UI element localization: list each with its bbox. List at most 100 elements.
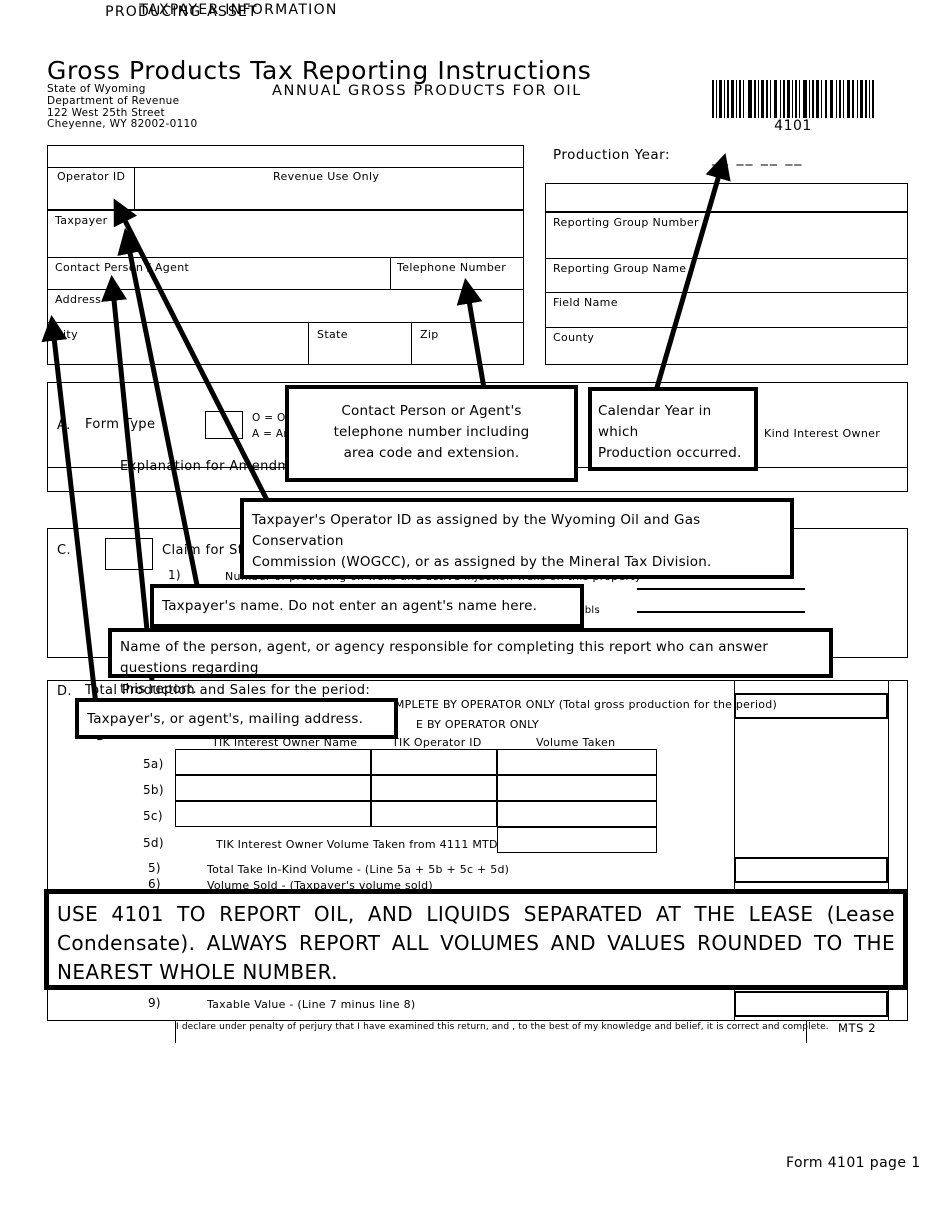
taxpayer-box-divider-operator bbox=[134, 167, 135, 209]
agency-address-block: State of Wyoming Department of Revenue 1… bbox=[47, 83, 198, 131]
explanation-for-amendment-label: Explanation for Amendme bbox=[120, 459, 299, 474]
section-d-far-right-divider bbox=[888, 680, 889, 1021]
asset-box-rule-2 bbox=[545, 258, 908, 259]
field-label-telephone-number: Telephone Number bbox=[397, 261, 507, 274]
row-label-5a: 5a) bbox=[143, 757, 164, 771]
section-a-right-partial-label: Kind Interest Owner bbox=[764, 427, 881, 440]
agency-line-4: Cheyenne, WY 82002-0110 bbox=[47, 118, 198, 131]
field-label-address: Address bbox=[55, 293, 102, 306]
taxpayer-box-rule-4 bbox=[47, 289, 524, 290]
section-d-right-divider bbox=[734, 680, 735, 1021]
callout-contact-person-line-1: Name of the person, agent, or agency res… bbox=[120, 639, 769, 676]
tik-cell-5c-volume[interactable] bbox=[497, 801, 657, 827]
tik-header-volume-taken: Volume Taken bbox=[536, 736, 616, 749]
section-d-line-3-text: COMPLETE BY OPERATOR ONLY (Total gross p… bbox=[378, 698, 778, 711]
barcode-image bbox=[712, 80, 874, 118]
section-c-letter: C. bbox=[57, 543, 72, 558]
field-label-field-name: Field Name bbox=[553, 296, 618, 309]
taxpayer-box-divider-state bbox=[308, 322, 309, 365]
callout-telephone-line-2: telephone number including bbox=[333, 424, 530, 440]
row-text-5d: TIK Interest Owner Volume Taken from 411… bbox=[216, 838, 498, 851]
callout-big-note-text: USE 4101 TO REPORT OIL, AND LIQUIDS SEPA… bbox=[57, 902, 895, 984]
declaration-text: I declare under penalty of perjury that … bbox=[176, 1022, 829, 1032]
field-label-operator-id: Operator ID bbox=[57, 170, 126, 183]
tik-cell-5b-volume[interactable] bbox=[497, 775, 657, 801]
callout-mailing-address-text: Taxpayer's, or agent's, mailing address. bbox=[87, 711, 364, 727]
asset-box-rule-3 bbox=[545, 292, 908, 293]
taxpayer-information-box bbox=[47, 145, 524, 365]
callout-operator-id-line-1: Taxpayer's Operator ID as assigned by th… bbox=[252, 512, 701, 549]
field-label-state: State bbox=[317, 328, 348, 341]
tik-cell-5d-volume[interactable] bbox=[497, 827, 657, 853]
agency-line-3: 122 West 25th Street bbox=[47, 106, 165, 119]
callout-telephone-line-1: Contact Person or Agent's bbox=[341, 403, 522, 419]
section-d-box bbox=[47, 680, 908, 1021]
callout-operator-id-line-2: Commission (WOGCC), or as assigned by th… bbox=[252, 554, 712, 570]
callout-telephone: Contact Person or Agent's telephone numb… bbox=[285, 385, 578, 482]
asset-box-rule-1 bbox=[545, 211, 908, 213]
page-title: Gross Products Tax Reporting Instruction… bbox=[47, 56, 592, 85]
row-9-value-box[interactable] bbox=[734, 991, 888, 1017]
taxpayer-box-divider-phone bbox=[390, 257, 391, 289]
form-page-footer: Form 4101 page 1 bbox=[786, 1155, 921, 1171]
section-d-heading: Total Production and Sales for the perio… bbox=[85, 683, 371, 698]
taxpayer-box-rule-5 bbox=[47, 322, 524, 323]
field-label-revenue-use-only: Revenue Use Only bbox=[273, 170, 380, 183]
callout-mailing-address: Taxpayer's, or agent's, mailing address. bbox=[75, 698, 398, 739]
callout-calendar-year-text: Calendar Year in which Production occurr… bbox=[592, 391, 754, 464]
tik-cell-5c-name[interactable] bbox=[175, 801, 371, 827]
section-c-answer-line-2[interactable] bbox=[637, 611, 805, 613]
row-label-6: 6) bbox=[148, 877, 161, 891]
row-label-5b: 5b) bbox=[143, 783, 164, 797]
section-d-line-3-value-box[interactable] bbox=[734, 693, 888, 719]
callout-big-note: USE 4101 TO REPORT OIL, AND LIQUIDS SEPA… bbox=[44, 889, 908, 990]
section-d-line-4-text: E BY OPERATOR ONLY bbox=[416, 718, 540, 731]
callout-taxpayer-name: Taxpayer's name. Do not enter an agent's… bbox=[150, 584, 584, 628]
tik-cell-5a-operator[interactable] bbox=[371, 749, 497, 775]
form-subtitle: ANNUAL GROSS PRODUCTS FOR OIL bbox=[272, 83, 582, 99]
row-5-value-box[interactable] bbox=[734, 857, 888, 883]
row-label-5d: 5d) bbox=[143, 836, 164, 850]
field-label-reporting-group-number: Reporting Group Number bbox=[553, 216, 699, 229]
callout-taxpayer-name-text: Taxpayer's name. Do not enter an agent's… bbox=[162, 598, 538, 614]
tik-cell-5b-operator[interactable] bbox=[371, 775, 497, 801]
field-label-taxpayer: Taxpayer bbox=[55, 214, 108, 227]
section-c-line-1-number: 1) bbox=[168, 568, 181, 582]
section-c-answer-line-1[interactable] bbox=[637, 588, 805, 590]
callout-calendar-year-line-2: Production occurred. bbox=[598, 445, 742, 461]
declaration-right-divider bbox=[806, 1021, 807, 1043]
field-label-county: County bbox=[553, 331, 595, 344]
callout-operator-id: Taxpayer's Operator ID as assigned by th… bbox=[240, 498, 794, 579]
row-text-6: Volume Sold - (Taxpayer's volume sold) bbox=[207, 879, 433, 892]
callout-calendar-year: Calendar Year in which Production occurr… bbox=[588, 387, 758, 471]
callout-contact-person-text: Name of the person, agent, or agency res… bbox=[112, 632, 829, 700]
producing-asset-box bbox=[545, 183, 908, 365]
tik-cell-5c-operator[interactable] bbox=[371, 801, 497, 827]
mts-label: MTS 2 bbox=[838, 1021, 877, 1035]
agency-line-1: State of Wyoming bbox=[47, 83, 146, 95]
producing-asset-title: PRODUCING ASSET bbox=[105, 4, 258, 20]
row-label-5: 5) bbox=[148, 861, 161, 875]
callout-contact-person-line-2: this report. bbox=[120, 681, 197, 697]
tik-cell-5a-name[interactable] bbox=[175, 749, 371, 775]
form-type-checkbox[interactable] bbox=[205, 411, 243, 439]
field-label-zip: Zip bbox=[420, 328, 439, 341]
production-year-input[interactable]: __ __ __ __ bbox=[712, 150, 804, 166]
tik-header-owner-name: TIK Interest Owner Name bbox=[212, 736, 358, 749]
row-text-5: Total Take In-Kind Volume - (Line 5a + 5… bbox=[207, 863, 510, 876]
row-label-9: 9) bbox=[148, 996, 161, 1010]
barcode-number-label: 4101 bbox=[774, 118, 812, 134]
taxpayer-information-title: TAXPAYER INFORMATION bbox=[139, 2, 338, 18]
agency-line-2: Department of Revenue bbox=[47, 94, 180, 107]
taxpayer-box-rule-1 bbox=[47, 167, 524, 168]
taxpayer-box-rule-3 bbox=[47, 257, 524, 258]
callout-calendar-year-line-1: Calendar Year in which bbox=[598, 403, 712, 440]
callout-contact-person: Name of the person, agent, or agency res… bbox=[108, 628, 833, 697]
section-a-heading: Form Type bbox=[85, 417, 156, 432]
field-label-city: City bbox=[55, 328, 78, 341]
claim-for-stripper-checkbox[interactable] bbox=[105, 538, 153, 570]
row-text-9: Taxable Value - (Line 7 minus line 8) bbox=[207, 998, 416, 1011]
tik-cell-5b-name[interactable] bbox=[175, 775, 371, 801]
tik-cell-5a-volume[interactable] bbox=[497, 749, 657, 775]
tik-header-operator-id: TIK Operator ID bbox=[392, 736, 482, 749]
